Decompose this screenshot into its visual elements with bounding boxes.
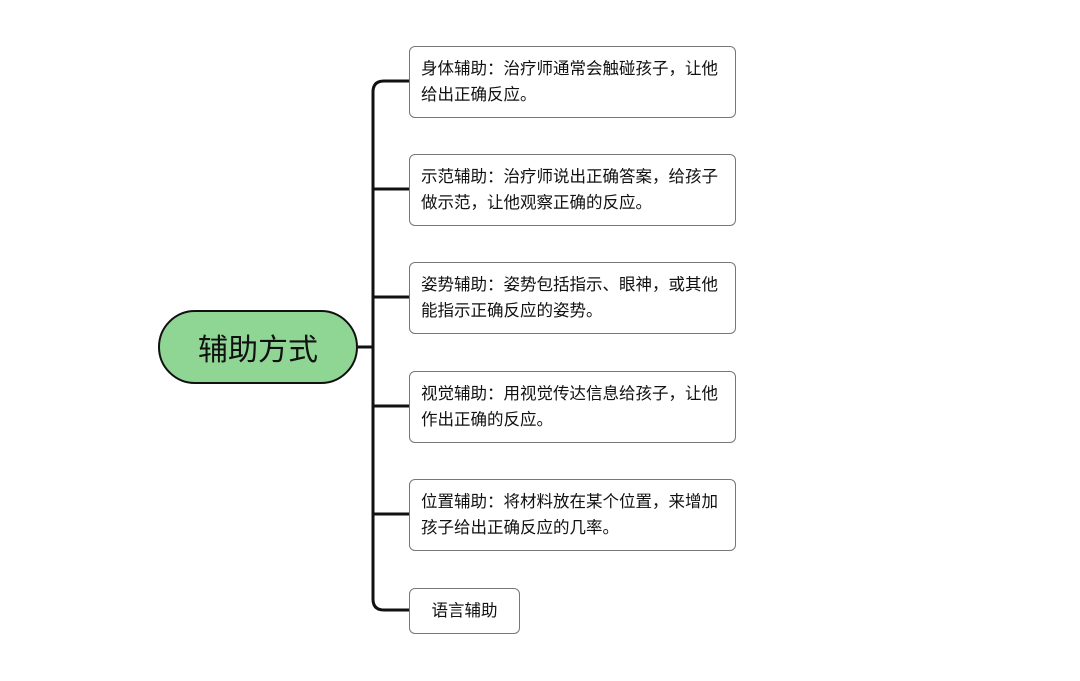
node-visual-assist: 视觉辅助：用视觉传达信息给孩子，让他作出正确的反应。 [409,371,736,443]
root-node: 辅助方式 [158,310,358,384]
node-label: 视觉辅助：用视觉传达信息给孩子，让他作出正确的反应。 [421,384,718,429]
root-label: 辅助方式 [198,333,318,368]
node-demo-assist: 示范辅助：治疗师说出正确答案，给孩子做示范，让他观察正确的反应。 [409,154,736,226]
node-label: 身体辅助：治疗师通常会触碰孩子，让他给出正确反应。 [421,59,718,104]
node-label: 位置辅助：将材料放在某个位置，来增加孩子给出正确反应的几率。 [421,492,718,537]
node-position-assist: 位置辅助：将材料放在某个位置，来增加孩子给出正确反应的几率。 [409,479,736,551]
node-label: 示范辅助：治疗师说出正确答案，给孩子做示范，让他观察正确的反应。 [421,167,718,212]
node-body-assist: 身体辅助：治疗师通常会触碰孩子，让他给出正确反应。 [409,46,736,118]
node-verbal-assist: 语言辅助 [409,588,520,634]
node-label: 姿势辅助：姿势包括指示、眼神，或其他能指示正确反应的姿势。 [421,275,718,320]
node-label: 语言辅助 [431,601,498,620]
node-gesture-assist: 姿势辅助：姿势包括指示、眼神，或其他能指示正确反应的姿势。 [409,262,736,334]
spine-line [371,79,385,612]
